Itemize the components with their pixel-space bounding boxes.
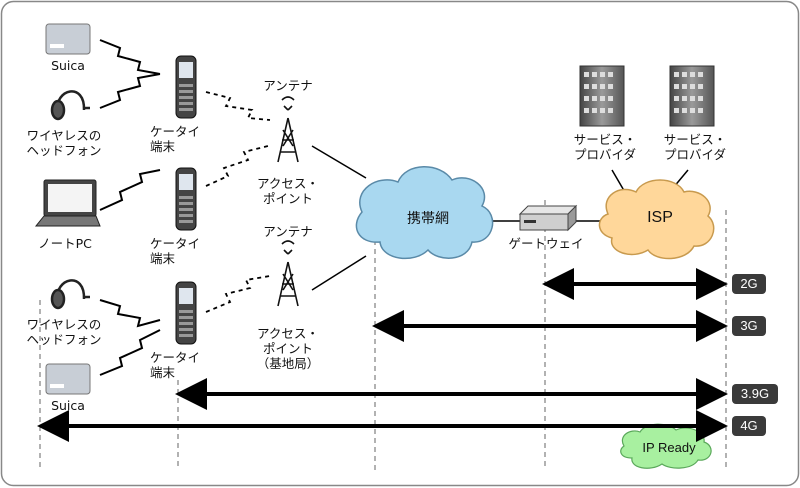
suica-card-icon	[45, 23, 91, 55]
suica-label: Suica	[51, 58, 85, 73]
badge-3.9g: 3.9G	[732, 384, 778, 404]
mobile-network-label: 携帯網	[407, 211, 449, 227]
generation-arrows	[37, 268, 728, 442]
ip-ready-label: IP Ready	[642, 440, 696, 455]
provider-label: サービス・ プロバイダ	[663, 132, 727, 162]
phone-label: ケータイ 端末	[150, 236, 201, 266]
suica-label: Suica	[51, 398, 85, 413]
gateway-label: ゲートウェイ	[508, 236, 584, 251]
isp-cloud	[598, 179, 715, 260]
laptop-icon	[34, 179, 101, 227]
radio-links	[205, 91, 271, 313]
phone-icon	[175, 281, 197, 345]
access-point-label: アクセス・ ポイント	[257, 176, 319, 206]
headset-label: ワイヤレスの ヘッドフォン	[26, 128, 102, 158]
antenna-tower-icon	[277, 96, 299, 163]
access-point-label: アクセス・ ポイント （基地局）	[256, 326, 320, 371]
badge-2g: 2G	[732, 274, 766, 294]
badge-4g: 4G	[732, 416, 766, 436]
wireless-links	[99, 39, 161, 376]
antenna-label: アンテナ	[263, 224, 313, 239]
antenna-tower-icon	[277, 240, 299, 307]
antenna-label: アンテナ	[263, 78, 313, 93]
building-icon	[669, 65, 715, 127]
provider-label: サービス・ プロバイダ	[573, 132, 637, 162]
gateway-icon	[518, 204, 578, 232]
headset-icon	[50, 90, 90, 121]
suica-card-icon	[45, 363, 91, 395]
phone-label: ケータイ 端末	[150, 124, 201, 154]
laptop-label: ノートPC	[38, 236, 92, 251]
phone-label: ケータイ 端末	[150, 350, 201, 380]
mobile-network-cloud	[355, 166, 494, 260]
badge-3g: 3G	[732, 316, 766, 336]
building-icon	[579, 65, 625, 127]
isp-label: ISP	[647, 209, 673, 226]
phone-icon	[175, 55, 197, 119]
headset-icon	[50, 279, 90, 310]
phone-icon	[175, 167, 197, 231]
headset-label: ワイヤレスの ヘッドフォン	[26, 317, 102, 347]
